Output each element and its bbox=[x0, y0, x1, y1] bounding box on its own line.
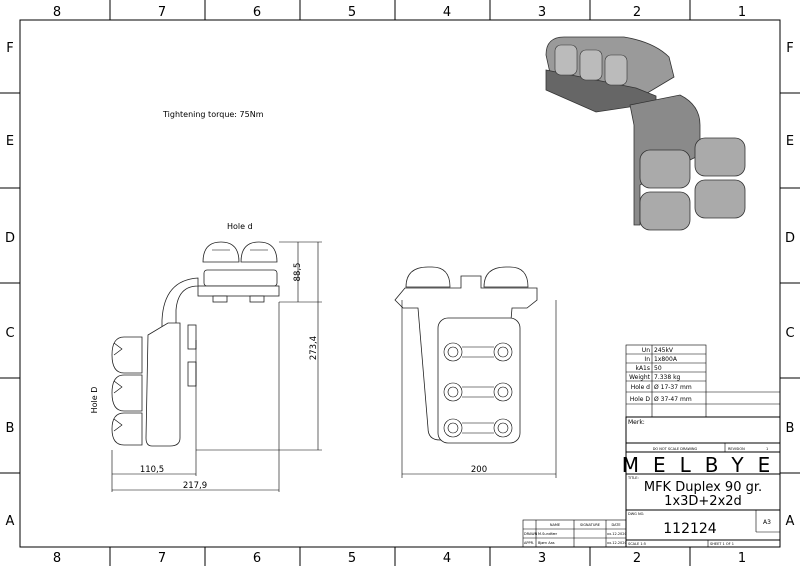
col-label: 8 bbox=[53, 551, 61, 566]
col-label: 2 bbox=[633, 551, 641, 566]
property-label: Un bbox=[642, 347, 650, 354]
col-label: 5 bbox=[348, 5, 356, 20]
hole-D-label: Hole D bbox=[90, 387, 99, 414]
drawn-label: DRAWN bbox=[524, 532, 538, 536]
property-value: Ø 17-37 mm bbox=[654, 384, 692, 391]
col-label: 2 bbox=[633, 5, 641, 20]
dimension-273-4: 273,4 bbox=[309, 336, 319, 360]
drawn-date: xx.12.2020 bbox=[607, 532, 627, 536]
scale: SCALE 1:5 bbox=[628, 542, 646, 546]
dimension-110-5: 110,5 bbox=[140, 465, 164, 475]
dwg-no-label: DWG NO. bbox=[628, 512, 644, 516]
property-label: Hole d bbox=[631, 384, 650, 391]
appr-date: xx.12.2020 bbox=[607, 541, 627, 545]
col-label: 7 bbox=[158, 551, 166, 566]
col-label: 1 bbox=[738, 551, 746, 566]
row-label: C bbox=[785, 326, 794, 341]
row-label: D bbox=[5, 231, 15, 246]
front-view: 200 bbox=[394, 266, 557, 478]
isometric-view bbox=[545, 36, 746, 231]
property-value: 50 bbox=[654, 365, 662, 372]
header-signature: SIGNATURE bbox=[580, 523, 600, 527]
row-label: E bbox=[786, 134, 794, 149]
appr-name: Bjørn Aas bbox=[538, 541, 555, 545]
appr-label: APPR. bbox=[524, 541, 534, 545]
dimension-200: 200 bbox=[471, 465, 487, 475]
revision-label: REVISION bbox=[728, 447, 745, 451]
drawing-title-line2: 1x3D+2x2d bbox=[664, 494, 742, 509]
row-label: A bbox=[786, 514, 795, 529]
property-value: Ø 37-47 mm bbox=[654, 396, 692, 403]
drawing-number: 112124 bbox=[663, 521, 717, 537]
sheet-size: A3 bbox=[763, 519, 771, 526]
property-label: kA1s bbox=[635, 365, 650, 372]
sheet-number: SHEET 1 OF 1 bbox=[710, 542, 734, 546]
row-label: F bbox=[786, 41, 793, 56]
row-label: D bbox=[785, 231, 795, 246]
property-value: 1x800A bbox=[654, 356, 678, 363]
property-label: Weight bbox=[629, 374, 651, 381]
row-label: F bbox=[6, 41, 13, 56]
col-label: 4 bbox=[443, 551, 451, 566]
row-label: E bbox=[6, 134, 14, 149]
col-label: 3 bbox=[538, 5, 546, 20]
dimension-217-9: 217,9 bbox=[183, 481, 207, 491]
row-label: B bbox=[6, 421, 15, 436]
drawing-title-line1: MFK Duplex 90 gr. bbox=[644, 480, 762, 495]
do-not-scale-note: DO NOT SCALE DRAWING bbox=[653, 447, 698, 451]
col-label: 3 bbox=[538, 551, 546, 566]
property-label: In bbox=[644, 356, 650, 363]
header-date: DATE bbox=[611, 523, 620, 527]
torque-note: Tightening torque: 75Nm bbox=[162, 110, 264, 119]
title-block: Merk: DO NOT SCALE DRAWING REVISION 1 ME… bbox=[622, 416, 785, 548]
col-label: 6 bbox=[253, 5, 261, 20]
signature-table: NAME SIGNATURE DATE DRAWN M.Sundfær xx.1… bbox=[522, 519, 627, 548]
property-label: Hole D bbox=[630, 396, 650, 403]
col-label: 4 bbox=[443, 5, 451, 20]
side-view: Hole d Hole D 88,5 273,4 110,5 217,9 bbox=[90, 222, 322, 492]
row-label: A bbox=[6, 514, 15, 529]
header-name: NAME bbox=[550, 523, 560, 527]
hole-d-label: Hole d bbox=[227, 222, 253, 231]
drawn-name: M.Sundfær bbox=[538, 532, 558, 536]
col-label: 7 bbox=[158, 5, 166, 20]
col-label: 5 bbox=[348, 551, 356, 566]
zone-labels: 8 7 6 5 4 3 2 1 8 7 6 5 4 3 2 1 F E D C B A F E D C B A bbox=[5, 5, 795, 566]
title-label: TITLE: bbox=[627, 476, 639, 480]
property-value: 245kV bbox=[654, 347, 674, 354]
property-value: 7.338 kg bbox=[654, 374, 681, 381]
col-label: 8 bbox=[53, 5, 61, 20]
row-label: C bbox=[5, 326, 14, 341]
revision-value: 1 bbox=[766, 447, 768, 451]
row-label: B bbox=[786, 421, 795, 436]
company-logo: MELBYE bbox=[622, 453, 785, 477]
col-label: 6 bbox=[253, 551, 261, 566]
mark-label: Merk: bbox=[628, 419, 645, 426]
dimension-88-5: 88,5 bbox=[293, 263, 303, 282]
col-label: 1 bbox=[738, 5, 746, 20]
